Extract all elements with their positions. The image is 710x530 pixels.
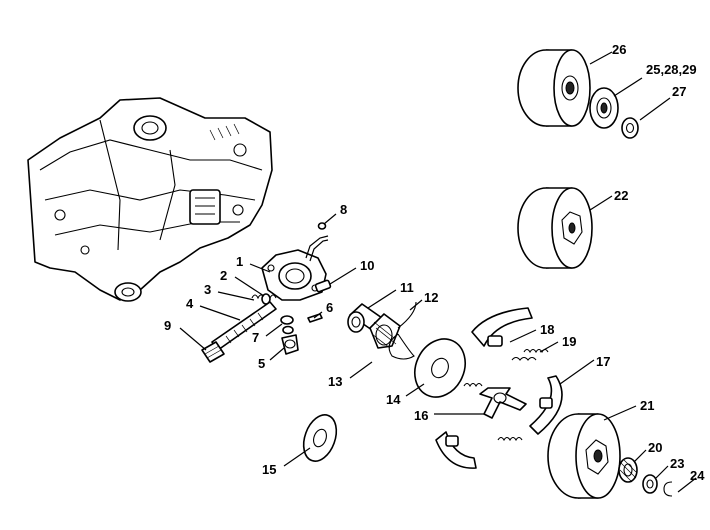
callout-20: 20 — [648, 440, 662, 455]
callout-27: 27 — [672, 84, 686, 99]
washer-disc-15 — [302, 414, 338, 462]
washer-23 — [642, 474, 658, 494]
clutch-shoe-17 — [529, 375, 563, 435]
callout-7: 7 — [252, 330, 259, 345]
callout-23: 23 — [670, 456, 684, 471]
callout-15: 15 — [262, 462, 276, 477]
callout-1: 1 — [236, 254, 243, 269]
tension-spring-bottom — [497, 436, 523, 442]
clutch-shoe-top — [471, 307, 533, 347]
callout-21: 21 — [640, 398, 654, 413]
callout-14: 14 — [386, 392, 401, 407]
washer-disc-14 — [414, 338, 466, 398]
plug-5 — [281, 334, 299, 355]
callout-10: 10 — [360, 258, 374, 273]
o-ring-7 — [280, 315, 294, 335]
callout-5: 5 — [258, 356, 265, 371]
tension-spring-18 — [511, 356, 537, 361]
callout-13: 13 — [328, 374, 342, 389]
callout-25: 25,28,29 — [646, 62, 697, 77]
e-clip-24 — [663, 481, 673, 497]
callout-2: 2 — [220, 268, 227, 283]
callout-18: 18 — [540, 322, 554, 337]
callout-26: 26 — [612, 42, 626, 57]
callout-16: 16 — [414, 408, 428, 423]
callout-9: 9 — [164, 318, 171, 333]
clutch-shoe-bottom — [435, 431, 477, 469]
spring-clip-12 — [388, 301, 417, 360]
washer-27 — [621, 117, 639, 139]
callout-22: 22 — [614, 188, 628, 203]
callout-3: 3 — [204, 282, 211, 297]
callout-11: 11 — [400, 280, 414, 295]
clutch-drum-22 — [517, 187, 593, 269]
callout-17: 17 — [596, 354, 610, 369]
callout-6: 6 — [326, 300, 333, 315]
clutch-carrier-16 — [479, 387, 527, 419]
callout-12: 12 — [424, 290, 438, 305]
tension-spring-left — [463, 382, 483, 388]
screw-10 — [314, 279, 332, 293]
oil-hose-fitting — [305, 222, 329, 262]
callout-4: 4 — [186, 296, 194, 311]
needle-bearing-20 — [618, 457, 638, 483]
clutch-drum-21 — [547, 413, 621, 499]
oil-pump-housing — [261, 249, 327, 301]
callout-19: 19 — [562, 334, 576, 349]
worm-shaft-4 — [211, 301, 277, 351]
clutch-drum-26 — [517, 49, 591, 127]
gear-9 — [201, 341, 225, 363]
callout-24: 24 — [690, 468, 705, 483]
rim-sprocket-25 — [589, 87, 619, 129]
leader-lines — [179, 51, 697, 493]
callout-8: 8 — [340, 202, 347, 217]
crankcase-housing — [27, 97, 273, 302]
